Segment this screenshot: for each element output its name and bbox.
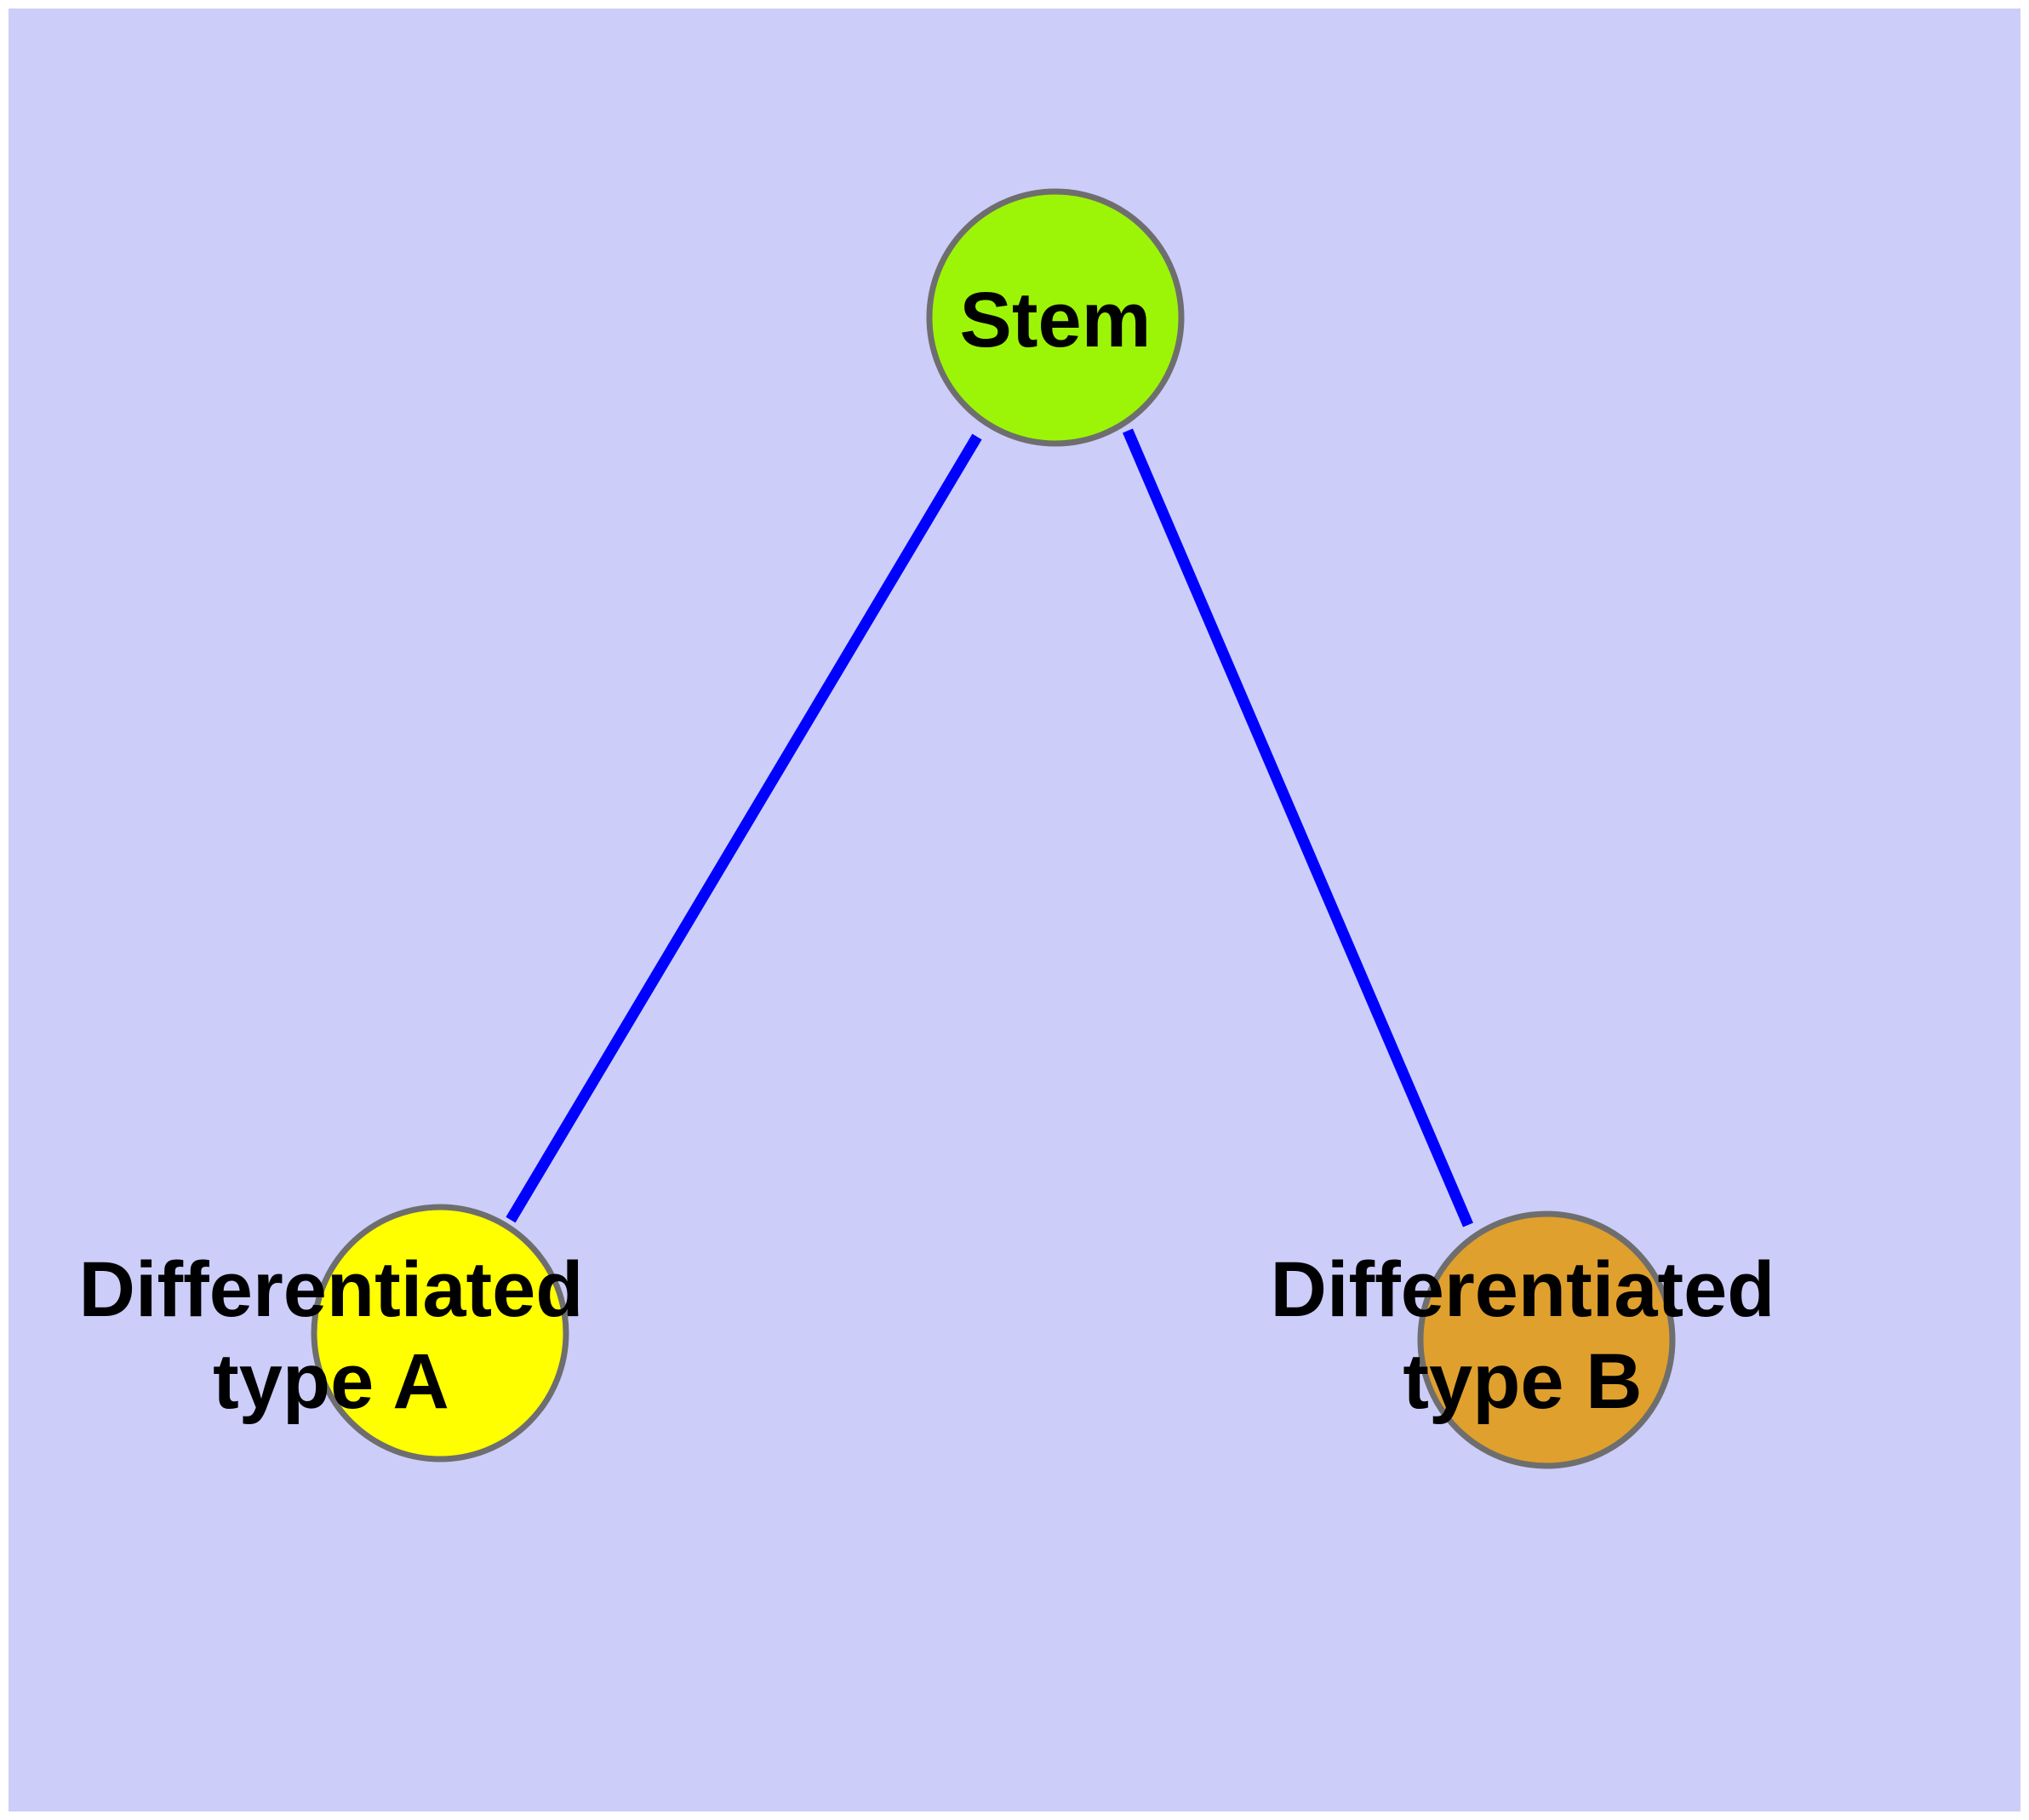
graph-node-diff_b[interactable]	[1417, 1210, 1676, 1469]
label-line: type B	[1403, 1338, 1642, 1425]
label-line: Differentiated	[79, 1246, 584, 1333]
graph-edge-stem-to-diff-b[interactable]	[1123, 428, 1473, 1228]
graph-node-stem[interactable]	[926, 188, 1185, 447]
graph-node-diff_a[interactable]	[311, 1204, 569, 1462]
label-line: type A	[213, 1338, 449, 1425]
edges-layer	[506, 428, 1473, 1228]
label-line: Stem	[960, 277, 1152, 363]
graph-edge-stem-to-diff-a[interactable]	[506, 433, 982, 1223]
label-line: Differentiated	[1271, 1246, 1775, 1333]
nodes-layer	[311, 188, 1676, 1469]
graph-node-label-stem: Stem	[960, 277, 1152, 363]
